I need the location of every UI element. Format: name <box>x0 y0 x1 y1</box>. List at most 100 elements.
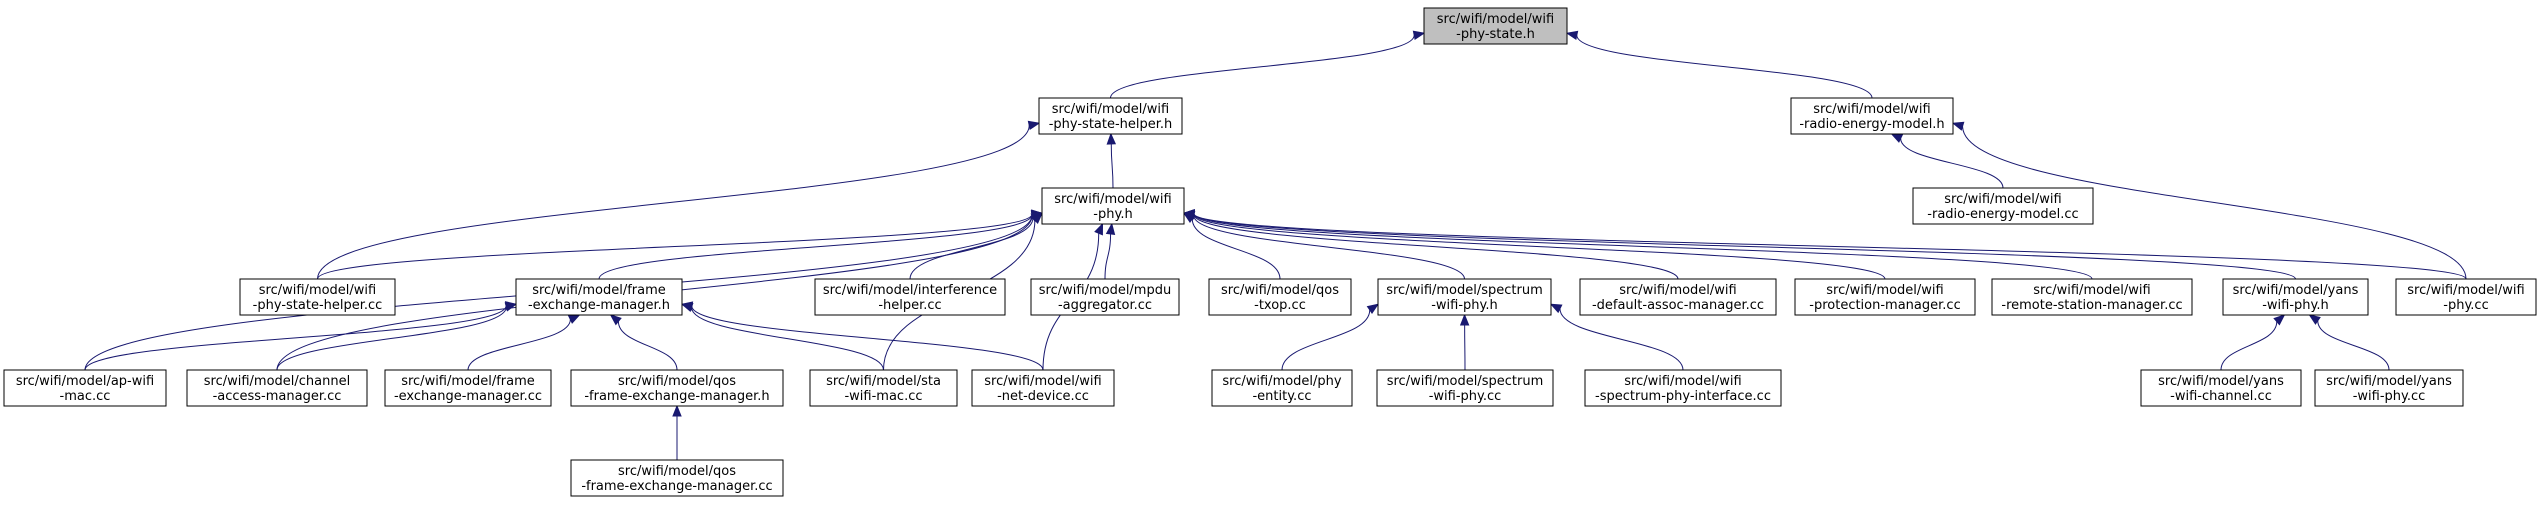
node-yans-wifi-phy-h[interactable]: src/wifi/model/yans-wifi-phy.h <box>2222 278 2369 316</box>
node-label-line: src/wifi/model/sta <box>826 374 941 389</box>
node-label-line: src/wifi/model/frame <box>401 374 535 389</box>
node-label-line: -wifi-channel.cc <box>2170 389 2272 404</box>
edge-line <box>1104 233 1112 280</box>
edge-line <box>2317 320 2390 371</box>
node-label-line: -mac.cc <box>60 389 111 404</box>
node-box <box>570 369 784 407</box>
node-box <box>1038 97 1183 135</box>
node-phy-entity-cc[interactable]: src/wifi/model/phy-entity.cc <box>1211 369 1353 407</box>
node-remote-station-manager-cc[interactable]: src/wifi/model/wifi-remote-station-manag… <box>1991 278 2193 316</box>
edge-radio-energy-model-h-to-phy-state-h <box>1565 30 1873 99</box>
node-box <box>1912 187 2094 225</box>
node-spectrum-wifi-phy-h[interactable]: src/wifi/model/spectrum-wifi-phy.h <box>1377 278 1552 316</box>
node-protection-manager-cc[interactable]: src/wifi/model/wifi-protection-manager.c… <box>1794 278 1976 316</box>
node-label-line: src/wifi/model/wifi <box>1813 102 1930 117</box>
node-label-line: -net-device.cc <box>997 389 1089 404</box>
node-label-line: src/wifi/model/wifi <box>1054 192 1171 207</box>
node-default-assoc-manager-cc[interactable]: src/wifi/model/wifi-default-assoc-manage… <box>1579 278 1777 316</box>
edge-line <box>1559 308 1684 371</box>
node-net-device-cc[interactable]: src/wifi/model/wifi-net-device.cc <box>971 369 1115 407</box>
node-box <box>971 369 1115 407</box>
node-radio-energy-model-cc[interactable]: src/wifi/model/wifi-radio-energy-model.c… <box>1912 187 2094 225</box>
edge-yans-wifi-channel-cc-to-yans-wifi-phy-h <box>2220 314 2286 371</box>
edge-channel-access-manager-cc-to-frame-exchange-manager-h <box>276 302 518 371</box>
node-mpdu-aggregator-cc[interactable]: src/wifi/model/mpdu-aggregator.cc <box>1030 278 1180 316</box>
edge-line <box>617 321 678 371</box>
node-frame-exchange-manager-cc[interactable]: src/wifi/model/frame-exchange-manager.cc <box>384 369 552 407</box>
node-label-line: src/wifi/model/yans <box>2158 374 2284 389</box>
arrowhead <box>1565 30 1579 41</box>
arrowhead <box>2273 314 2286 326</box>
arrowhead <box>672 404 682 417</box>
node-qos-frame-exchange-manager-cc[interactable]: src/wifi/model/qos-frame-exchange-manage… <box>570 459 784 497</box>
node-qos-txop-cc[interactable]: src/wifi/model/qos-txop.cc <box>1208 278 1352 316</box>
arrowhead <box>1094 222 1104 236</box>
node-label-line: src/wifi/model/channel <box>204 374 350 389</box>
node-label-line: -phy.h <box>1093 207 1132 222</box>
edge-line <box>1193 213 2467 280</box>
node-phy-state-helper-h[interactable]: src/wifi/model/wifi-phy-state-helper.h <box>1038 97 1183 135</box>
edge-wifi-phy-cc-to-wifi-phy-h <box>1182 209 2467 280</box>
edge-line <box>317 213 1033 280</box>
edge-line <box>691 307 884 371</box>
node-box <box>2140 369 2302 407</box>
arrowhead <box>1106 132 1117 145</box>
node-yans-wifi-channel-cc[interactable]: src/wifi/model/yans-wifi-channel.cc <box>2140 369 2302 407</box>
edge-line <box>1191 218 1281 280</box>
node-label-line: -aggregator.cc <box>1058 298 1152 313</box>
node-label-line: src/wifi/model/qos <box>618 374 736 389</box>
node-label-line: src/wifi/model/wifi <box>2033 283 2150 298</box>
node-channel-access-manager-cc[interactable]: src/wifi/model/channel-access-manager.cc <box>186 369 368 407</box>
edge-line <box>1576 35 1873 99</box>
node-label-line: src/wifi/model/wifi <box>2407 283 2524 298</box>
arrowhead <box>680 301 694 311</box>
arrowhead <box>1105 222 1116 236</box>
node-label-line: src/wifi/model/qos <box>618 464 736 479</box>
node-label-line: -frame-exchange-manager.cc <box>581 479 772 494</box>
node-qos-frame-exchange-manager-h[interactable]: src/wifi/model/qos-frame-exchange-manage… <box>570 369 784 407</box>
arrowhead <box>609 314 622 326</box>
edge-yans-wifi-phy-cc-to-yans-wifi-phy-h <box>2308 314 2390 371</box>
node-yans-wifi-phy-cc[interactable]: src/wifi/model/yans-wifi-phy.cc <box>2314 369 2464 407</box>
node-spectrum-phy-interface-cc[interactable]: src/wifi/model/wifi-spectrum-phy-interfa… <box>1584 369 1782 407</box>
node-phy-state-helper-cc[interactable]: src/wifi/model/wifi-phy-state-helper.cc <box>239 278 396 316</box>
node-label-line: -phy-state-helper.cc <box>253 298 383 313</box>
edge-qos-frame-exchange-manager-h-to-frame-exchange-manager-h <box>609 314 678 371</box>
node-label-line: -exchange-manager.h <box>528 298 670 313</box>
node-label-line: src/wifi/model/interference <box>823 283 997 298</box>
edge-net-device-cc-to-frame-exchange-manager-h <box>680 301 1044 371</box>
edge-line <box>598 214 1033 280</box>
arrowhead <box>2308 314 2321 325</box>
node-spectrum-wifi-phy-cc[interactable]: src/wifi/model/spectrum-wifi-phy.cc <box>1376 369 1554 407</box>
node-label-line: -wifi-mac.cc <box>844 389 922 404</box>
node-label-line: -access-manager.cc <box>213 389 342 404</box>
edge-wifi-phy-cc-to-radio-energy-model-h <box>1951 121 2467 280</box>
node-frame-exchange-manager-h[interactable]: src/wifi/model/frame-exchange-manager.h <box>515 278 683 316</box>
node-box <box>515 278 683 316</box>
node-box <box>186 369 368 407</box>
node-radio-energy-model-h[interactable]: src/wifi/model/wifi-radio-energy-model.h <box>1790 97 1954 135</box>
node-sta-wifi-mac-cc[interactable]: src/wifi/model/sta-wifi-mac.cc <box>809 369 958 407</box>
edge-line <box>84 305 507 371</box>
node-label-line: -wifi-phy.h <box>2262 298 2329 313</box>
node-box <box>570 459 784 497</box>
node-phy-state-h[interactable]: src/wifi/model/wifi-phy-state.h <box>1423 7 1568 45</box>
node-label-line: src/wifi/model/yans <box>2233 283 2359 298</box>
node-interference-helper-cc[interactable]: src/wifi/model/interference-helper.cc <box>814 278 1006 316</box>
node-label-line: src/wifi/model/mpdu <box>1039 283 1171 298</box>
node-box <box>1377 278 1552 316</box>
edge-line <box>1193 215 1465 280</box>
node-label-line: src/wifi/model/qos <box>1221 283 1339 298</box>
node-label-line: -txop.cc <box>1254 298 1306 313</box>
edge-frame-exchange-manager-cc-to-frame-exchange-manager-h <box>467 314 581 371</box>
edge-interference-helper-cc-to-wifi-phy-h <box>909 212 1044 280</box>
node-label-line: src/wifi/model/spectrum <box>1386 283 1543 298</box>
node-wifi-phy-h[interactable]: src/wifi/model/wifi-phy.h <box>1041 187 1185 225</box>
node-label-line: src/wifi/model/wifi <box>1437 12 1554 27</box>
node-wifi-phy-cc[interactable]: src/wifi/model/wifi-phy.cc <box>2395 278 2537 316</box>
node-ap-wifi-mac-cc[interactable]: src/wifi/model/ap-wifi-mac.cc <box>3 369 167 407</box>
node-box <box>1579 278 1777 316</box>
node-label-line: -wifi-phy.h <box>1431 298 1498 313</box>
node-label-line: -exchange-manager.cc <box>394 389 542 404</box>
edge-line <box>1193 213 2093 280</box>
